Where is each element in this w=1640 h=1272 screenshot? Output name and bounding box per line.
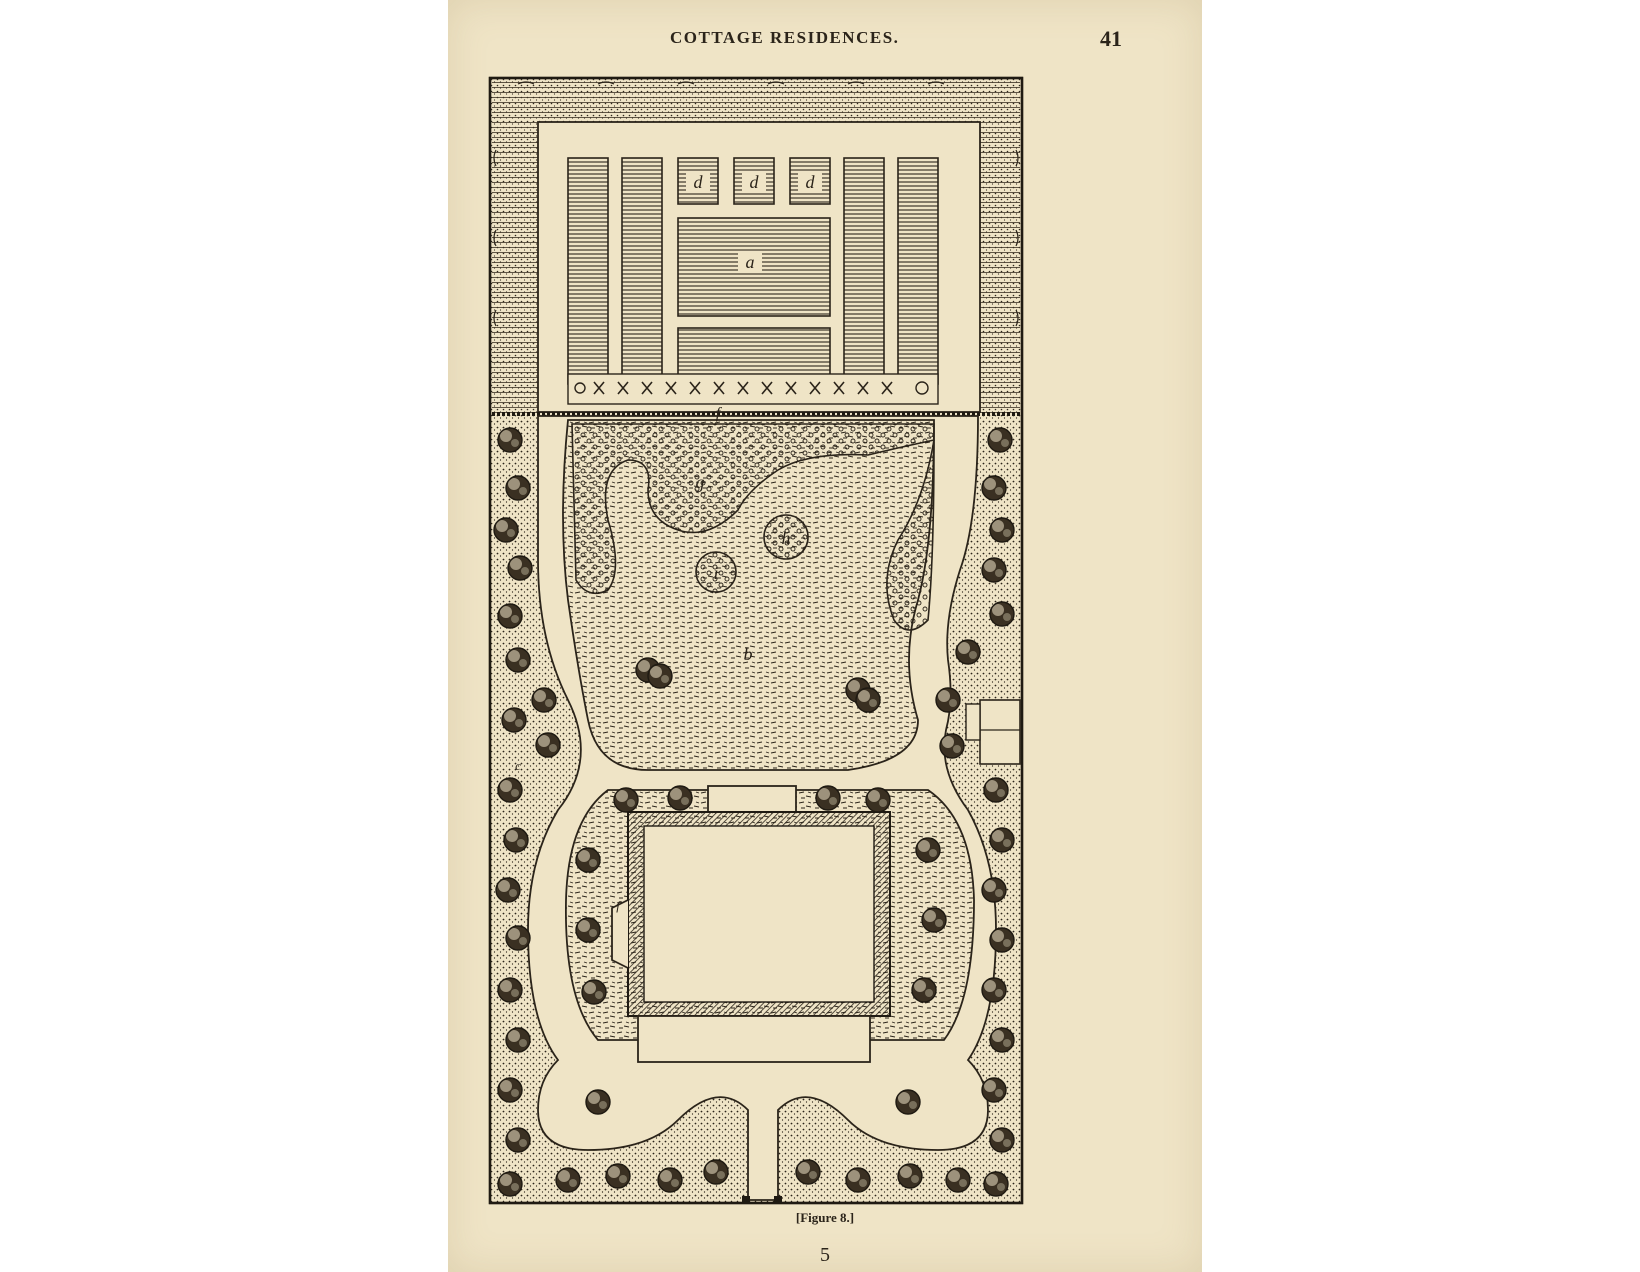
group-h: h: [763, 514, 809, 560]
plan-label-d1: d: [694, 172, 704, 192]
plan-label-g: g: [696, 472, 705, 492]
group-i: i: [695, 551, 737, 593]
plan-label-c: c: [515, 758, 521, 773]
running-title: COTTAGE RESIDENCES.: [670, 28, 900, 47]
figure-caption: [Figure 8.]: [795, 1210, 855, 1225]
plan-label-i: i: [713, 563, 718, 583]
plan-label-f: f: [616, 898, 622, 913]
plan-label-b: b: [744, 644, 753, 664]
shrubbery-g: [571, 423, 935, 595]
book-page: COTTAGE RESIDENCES. 41: [448, 0, 1202, 1272]
gate-post-left: [742, 1196, 750, 1204]
plan-label-a: a: [746, 252, 755, 272]
outbuilding: [979, 699, 1021, 765]
gate-post-right: [774, 1196, 782, 1204]
running-head: COTTAGE RESIDENCES. 41: [448, 26, 1202, 52]
kitchen-garden-beds: [567, 157, 939, 385]
flower-border: [567, 373, 939, 405]
plan-label-d2: d: [750, 172, 760, 192]
plan-label-f-top: f: [716, 405, 723, 422]
signature-mark: 5: [820, 1244, 830, 1266]
page-number: 41: [1100, 26, 1122, 51]
plan-label-h: h: [782, 528, 791, 548]
garden-plan-figure: d d d a: [488, 76, 1024, 1205]
plan-label-d3: d: [806, 172, 816, 192]
